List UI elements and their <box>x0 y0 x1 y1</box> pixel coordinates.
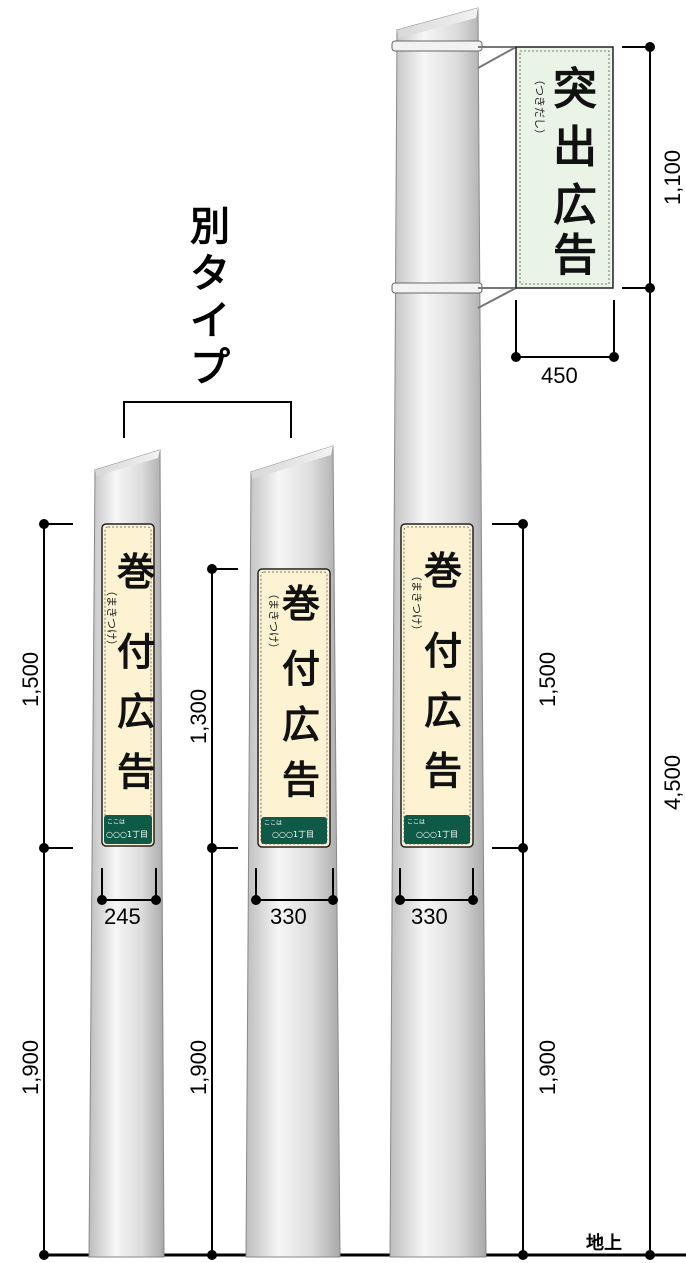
pole-3-sign <box>400 523 474 848</box>
alt-type-char-3: イ <box>190 298 230 344</box>
pole-2-reading: （まきつけ） <box>267 588 280 654</box>
alt-type-char-1: 別 <box>190 204 230 250</box>
svg-text:ここは: ここは <box>407 819 425 826</box>
pole-3-char-4: 告 <box>424 749 462 793</box>
pole-1-char-4: 告 <box>117 750 155 794</box>
pole-3-sign-height: 1,500 <box>535 652 560 707</box>
total-height: 4,500 <box>660 755 685 810</box>
pole-2-sign <box>257 568 331 848</box>
pole-3-char-2: 付 <box>424 629 462 673</box>
projecting-sign <box>515 46 614 289</box>
alt-type-char-2: タ <box>190 251 230 297</box>
pole-3-char-1: 巻 <box>424 549 462 593</box>
pole-2-char-4: 告 <box>282 758 320 802</box>
ground-label: 地上 <box>586 1232 622 1254</box>
pole-2: 巻 （まきつけ） 付 広 告 ここは ○○○1丁目 1,300 1,900 33… <box>186 445 341 1260</box>
pole-1-sign <box>101 523 155 847</box>
pole-1-char-3: 広 <box>117 690 155 734</box>
pole-2-char-2: 付 <box>282 647 320 691</box>
svg-text:ここは: ここは <box>107 819 125 826</box>
projecting-sign-reading: （つきだし） <box>533 74 546 140</box>
projecting-sign-height: 1,100 <box>660 150 685 205</box>
pole-2-char-3: 広 <box>282 703 320 747</box>
pole-3-upper-band <box>391 40 483 52</box>
pole-2-char-1: 巻 <box>282 582 320 626</box>
pole-2-base-height: 1,900 <box>186 1040 211 1095</box>
svg-text:○○○1丁目: ○○○1丁目 <box>272 830 314 839</box>
pole-3-tag <box>404 815 470 844</box>
pole-1-top <box>95 450 160 476</box>
projecting-sign-char-4: 告 <box>553 230 597 281</box>
pole-1-base-height: 1,900 <box>18 1040 43 1095</box>
pole-3-reading: （まきつけ） <box>410 570 423 636</box>
pole-3-lower-band <box>391 282 483 294</box>
pole-2-sign-height: 1,300 <box>186 689 211 744</box>
projecting-sign-char-3: 広 <box>553 180 597 231</box>
pole-1-sign-height: 1,500 <box>18 652 43 707</box>
pole-2-tag <box>261 817 327 844</box>
projecting-sign-char-1: 突 <box>553 64 597 115</box>
pole-2-body <box>245 445 341 1258</box>
pole-3-width: 330 <box>411 904 448 929</box>
pole-1: 巻 （まきつけ） 付 広 告 ここは ○○○1丁目 1,500 1,900 24… <box>18 449 165 1260</box>
pole-3-char-3: 広 <box>424 689 462 733</box>
pole-1-width: 245 <box>104 904 141 929</box>
svg-text:○○○1丁目: ○○○1丁目 <box>416 830 458 839</box>
projecting-sign-char-2: 出 <box>553 122 597 173</box>
pole-1-char-1: 巻 <box>117 550 155 594</box>
alt-type-group: 別 タ イ プ <box>123 204 292 438</box>
pole-1-tag <box>104 815 152 844</box>
pole-2-width: 330 <box>270 904 307 929</box>
projecting-sign-width: 450 <box>541 363 578 388</box>
pole-3-base-height: 1,900 <box>535 1040 560 1095</box>
svg-text:○○○1丁目: ○○○1丁目 <box>106 830 148 839</box>
svg-text:ここは: ここは <box>264 820 282 827</box>
pole-1-reading: （まきつけ） <box>105 585 118 651</box>
pole-1-char-2: 付 <box>117 630 155 674</box>
alt-type-char-4: プ <box>190 345 230 391</box>
pole-3: 突 出 広 告 （つきだし） 巻 （まきつけ） 付 広 告 ここは ○○○1丁目… <box>389 7 685 1260</box>
